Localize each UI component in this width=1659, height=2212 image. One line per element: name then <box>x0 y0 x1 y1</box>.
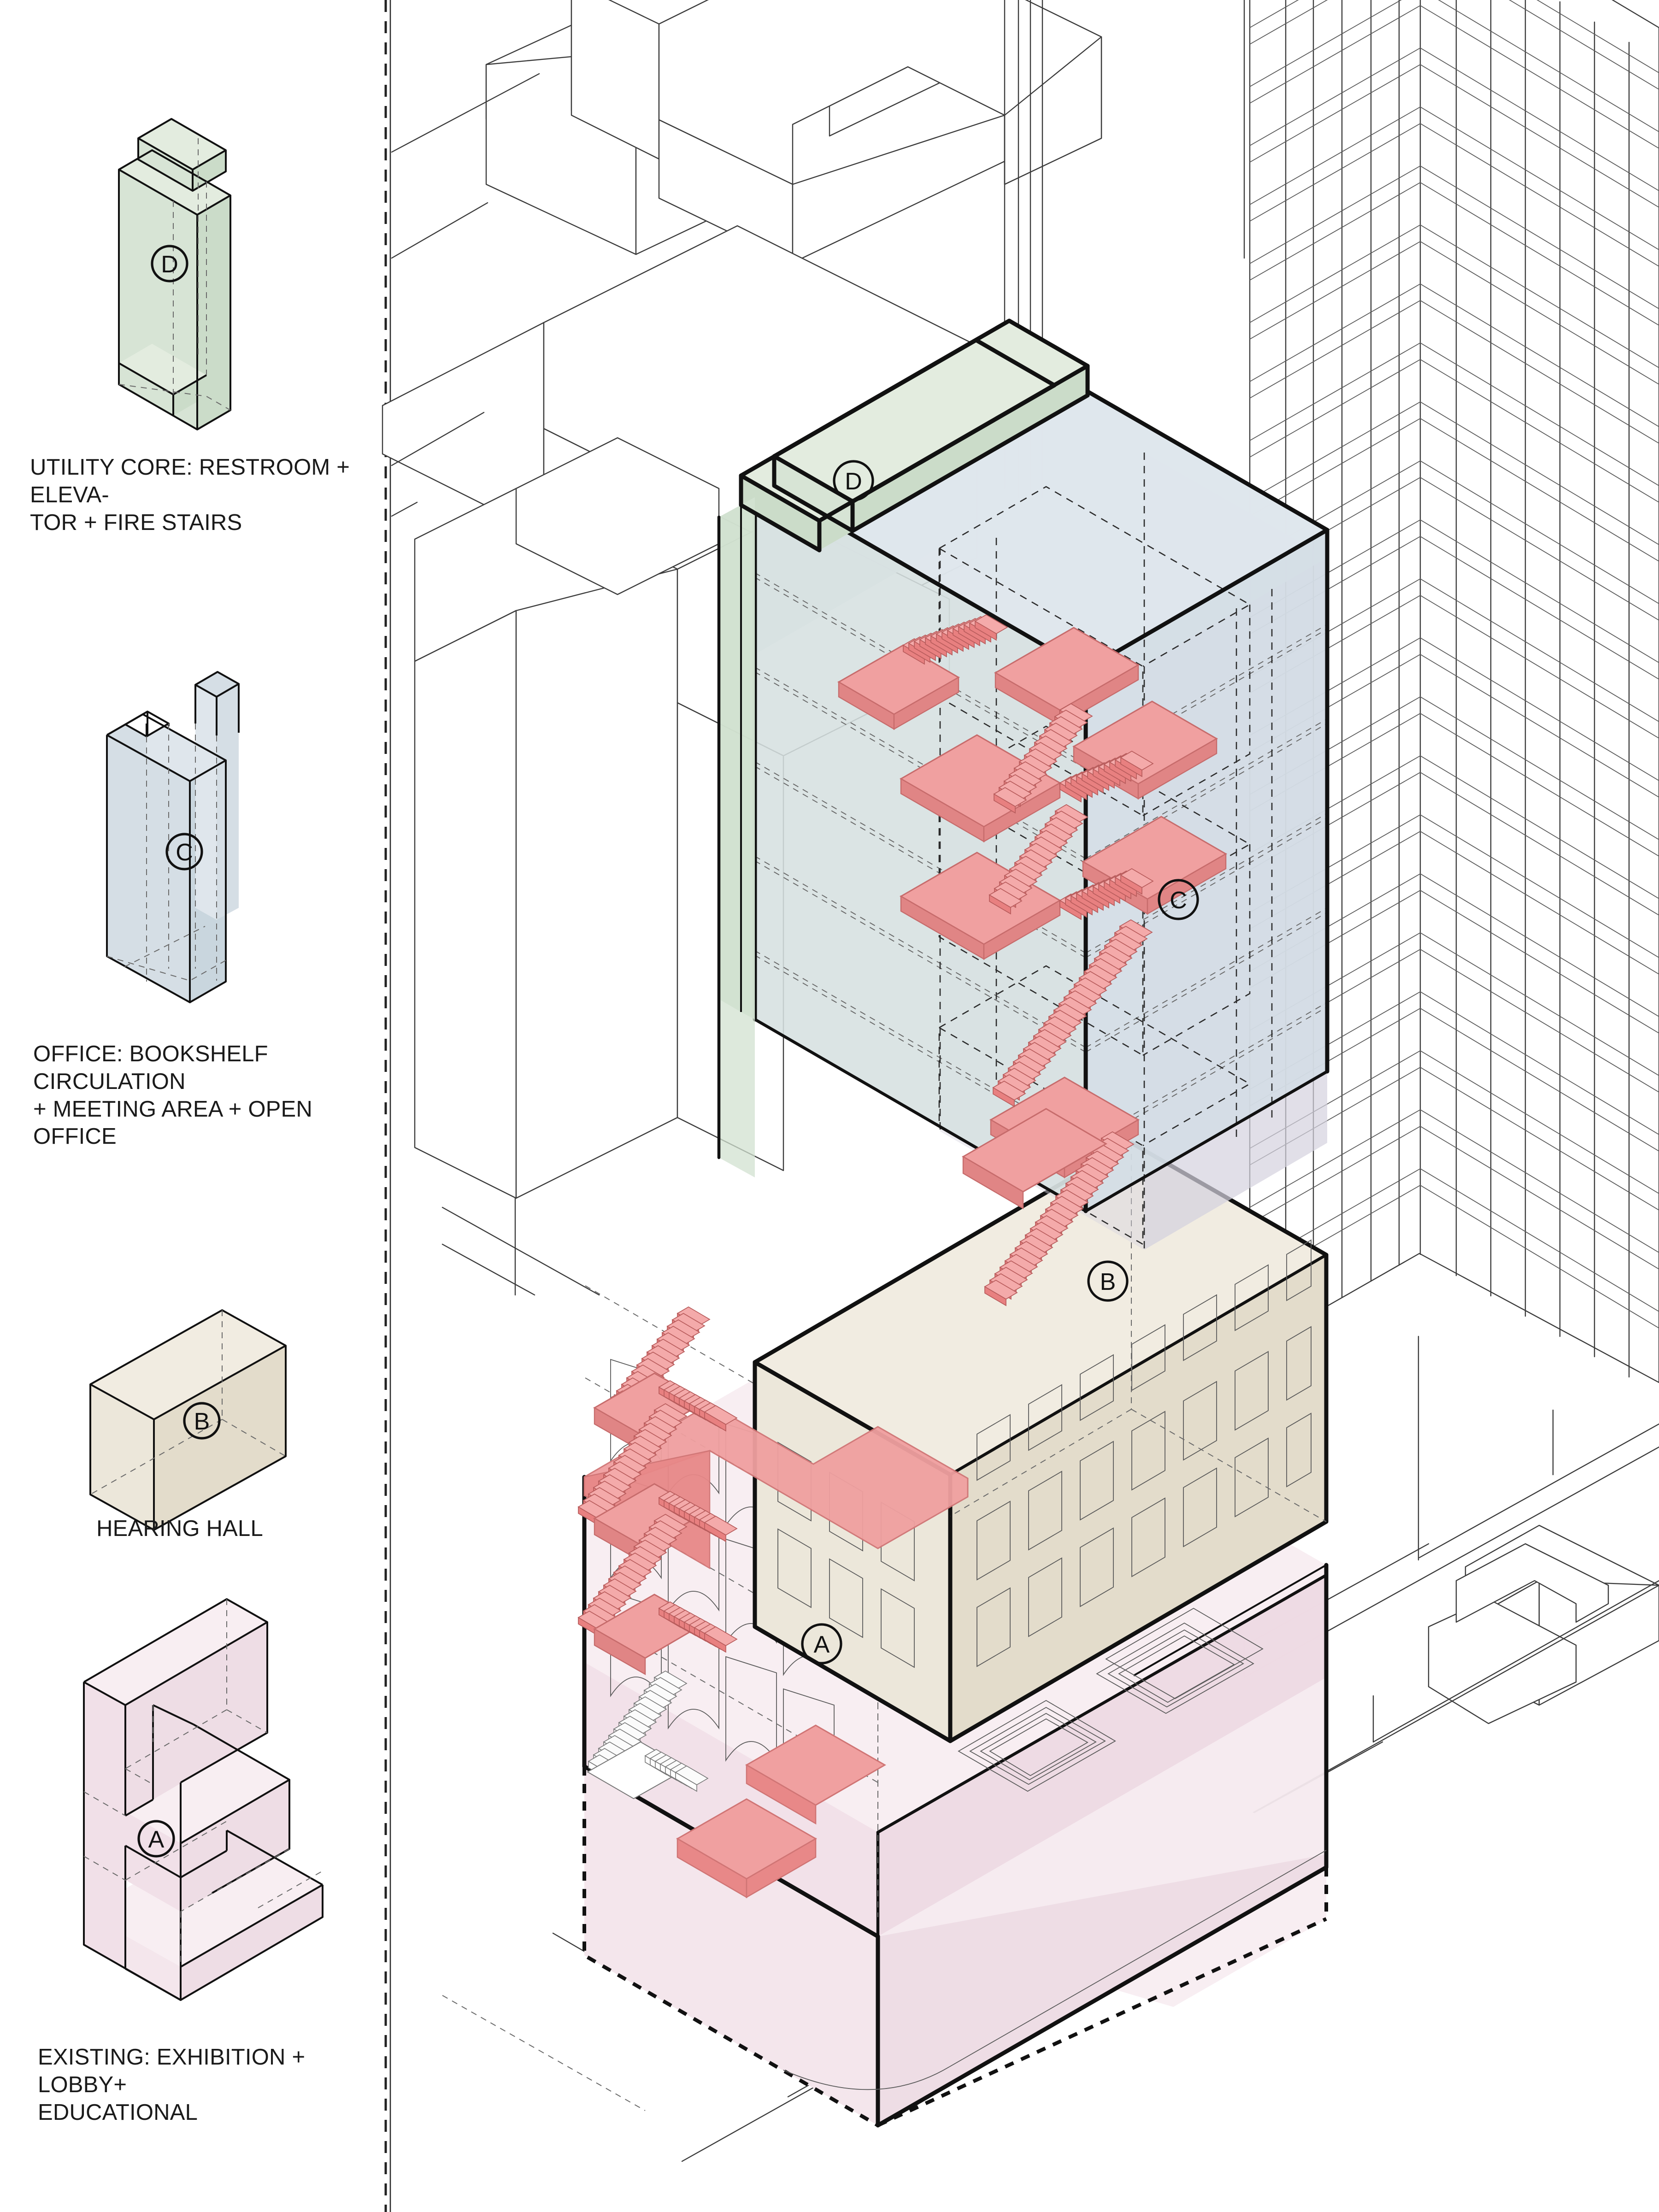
legend-label-hearing-hall: HEARING HALL <box>96 1516 263 1541</box>
volume-tag-C: C <box>1158 879 1199 920</box>
hearing-hall-volume <box>753 1141 1329 1743</box>
volume-tag-C-text: C <box>1170 887 1187 914</box>
legend-icon-D-tag: D <box>161 251 178 278</box>
legend-icon-A-tag: A <box>148 1826 165 1853</box>
volume-tag-A-text: A <box>814 1631 830 1658</box>
legend-icon-B: B <box>89 1309 287 1531</box>
volume-tag-B-text: B <box>1100 1269 1116 1295</box>
legend-icon-B-tag: B <box>194 1408 210 1435</box>
red-stair-circulation <box>578 614 1227 1800</box>
legend-icon-C: C <box>106 671 240 1003</box>
legend-icon-C-tag: C <box>176 839 193 866</box>
ghost-stair-bottom <box>586 1671 709 1800</box>
utility-core-volume <box>717 318 1090 1177</box>
legend-label-existing: EXISTING: EXHIBITION + LOBBY+ EDUCATIONA… <box>38 2045 306 2125</box>
volume-tag-A: A <box>801 1623 842 1665</box>
legend-icon-D: D <box>118 118 231 430</box>
volume-tag-D-text: D <box>845 468 862 495</box>
podium-roof-skylights <box>958 1607 1264 1792</box>
legend-label-utility-core: UTILITY CORE: RESTROOM + ELEVA- TOR + FI… <box>30 455 350 535</box>
hearing-hall-windows-right <box>977 1239 1312 1667</box>
legend-label-office: OFFICE: BOOKSHELF CIRCULATION + MEETING … <box>33 1041 313 1149</box>
volume-tag-D: D <box>833 460 874 501</box>
legend-icon-A: A <box>83 1598 324 2001</box>
volume-tag-B: B <box>1087 1260 1129 1302</box>
